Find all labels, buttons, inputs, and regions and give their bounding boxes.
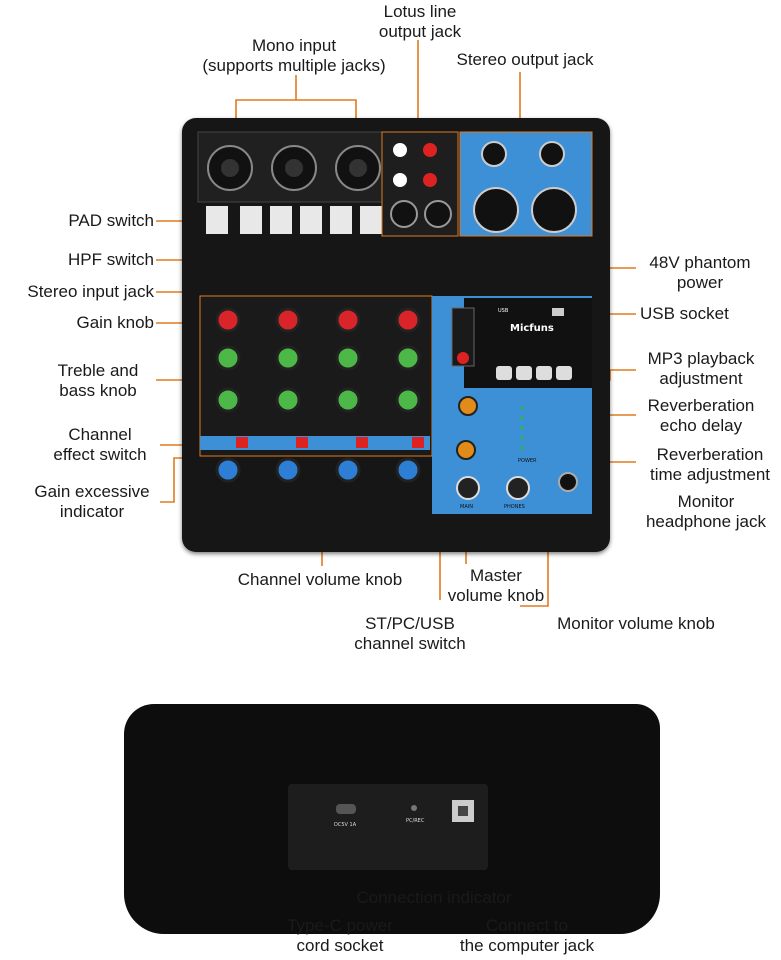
- mixer-side-view: DC5V 1A PC/REC: [124, 704, 660, 934]
- label-gain-excessive-indicator: Gain excessive indicator: [34, 482, 150, 521]
- bass-knob-2: [275, 387, 301, 413]
- bass-knob-4: [395, 387, 421, 413]
- label-usb-socket: USB socket: [640, 304, 729, 323]
- mixer-top-view: Micfuns USB POWER MAIN PHONES: [182, 118, 610, 552]
- phones-label: PHONES: [504, 504, 525, 510]
- level-knob-2: [275, 457, 301, 483]
- side-panel-graphic: [288, 784, 488, 870]
- label-mono-input: Mono input (supports multiple jacks): [202, 36, 386, 75]
- label-type-c-power: Type-C power cord socket: [287, 916, 393, 955]
- label-monitor-headphone-jack: Monitor headphone jack: [645, 492, 767, 531]
- label-master-volume-knob: Master volume knob: [447, 566, 545, 605]
- label-lotus-line-output-jack: Lotus line output jack: [378, 2, 462, 41]
- treble-knob-4: [395, 345, 421, 371]
- bass-knob-1: [215, 387, 241, 413]
- main-label: MAIN: [460, 504, 473, 510]
- treble-knob-3: [335, 345, 361, 371]
- power-label: POWER: [518, 458, 537, 464]
- bass-knob-3: [335, 387, 361, 413]
- label-reverb-echo-delay: Reverberation echo delay: [647, 396, 755, 435]
- gain-knob-4: [395, 307, 421, 333]
- usb-label: USB: [498, 308, 509, 314]
- pcrec-label: PC/REC: [406, 818, 425, 824]
- label-mp3-playback: MP3 playback adjustment: [647, 349, 755, 388]
- brand-label: Micfuns: [510, 323, 554, 334]
- label-st-pc-usb-switch: ST/PC/USB channel switch: [354, 614, 466, 653]
- label-computer-jack: Connect to the computer jack: [459, 916, 595, 955]
- level-knob-4: [395, 457, 421, 483]
- label-treble-bass-knob: Treble and bass knob: [57, 361, 139, 400]
- label-stereo-input-jack: Stereo input jack: [27, 282, 154, 301]
- treble-knob-2: [275, 345, 301, 371]
- label-channel-effect-switch: Channel effect switch: [53, 425, 147, 464]
- gain-knob-2: [275, 307, 301, 333]
- treble-knob-1: [215, 345, 241, 371]
- label-pad-switch: PAD switch: [68, 211, 154, 230]
- label-stereo-output-jack: Stereo output jack: [456, 50, 594, 69]
- gain-knob-1: [215, 307, 241, 333]
- gain-knob-3: [335, 307, 361, 333]
- label-gain-knob: Gain knob: [76, 313, 155, 332]
- level-knob-3: [335, 457, 361, 483]
- mixer-panel-graphic: [197, 131, 593, 514]
- label-hpf-switch: HPF switch: [68, 250, 154, 269]
- label-channel-volume-knob: Channel volume knob: [237, 570, 403, 589]
- label-connection-indicator: Connection indicator: [356, 888, 512, 907]
- level-knob-1: [215, 457, 241, 483]
- dc-label: DC5V 1A: [334, 822, 357, 828]
- label-phantom-power: 48V phantom power: [649, 253, 751, 292]
- label-monitor-volume-knob: Monitor volume knob: [557, 614, 715, 633]
- label-reverb-time: Reverberation time adjustment: [650, 445, 770, 484]
